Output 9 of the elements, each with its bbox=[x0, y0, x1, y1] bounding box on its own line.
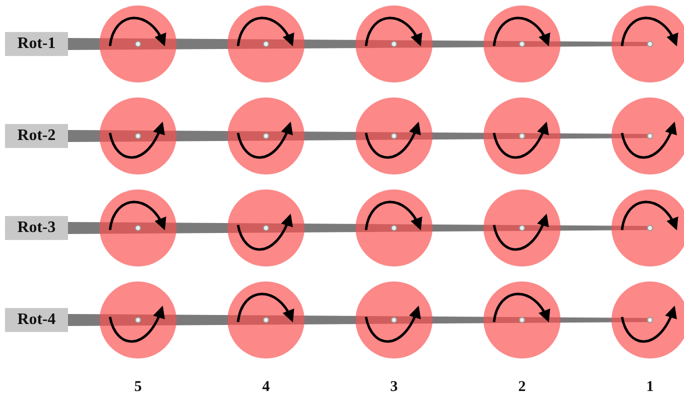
column-number: 4 bbox=[261, 379, 271, 396]
row-label: Rot-2 bbox=[5, 124, 68, 148]
column-number: 2 bbox=[517, 379, 527, 396]
column-number: 3 bbox=[389, 379, 399, 396]
column-number: 5 bbox=[133, 379, 143, 396]
column-number: 1 bbox=[645, 379, 655, 396]
row-label: Rot-3 bbox=[5, 216, 68, 240]
row-label: Rot-1 bbox=[5, 32, 68, 56]
row-label: Rot-4 bbox=[5, 308, 68, 332]
